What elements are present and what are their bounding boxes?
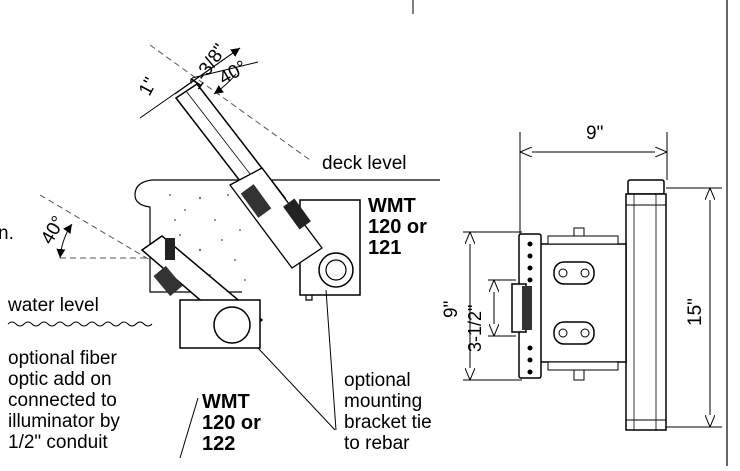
front-view (463, 132, 722, 431)
fiber-note-line: 1/2" conduit (8, 432, 108, 453)
upper-lens-inner (325, 259, 347, 281)
angle-arc-left (56, 223, 73, 259)
housing-top-lip (547, 235, 619, 245)
bracket-note-line: optional (344, 370, 411, 391)
model-lower-line3: 122 (202, 433, 236, 455)
upper-clamp (240, 184, 272, 218)
fiber-note-line: optional fiber (8, 348, 117, 369)
dim-one-three-eighths-line (174, 47, 241, 95)
model-lower-line1: WMT (202, 391, 250, 413)
centerline-lower (39, 194, 151, 261)
model-upper-line1: WMT (368, 195, 416, 217)
mounting-slot-lower (553, 321, 595, 345)
model-lower-line2: 120 or (202, 412, 261, 434)
clamp-bar (522, 286, 532, 330)
tab-bottom (573, 369, 585, 381)
upper-bracket (283, 198, 311, 230)
angle-arc-top (213, 73, 237, 95)
model-upper-line3: 121 (368, 237, 402, 259)
bracket-note-line: mounting (344, 391, 423, 412)
bracket-note-line: bracket tie (344, 412, 432, 433)
water-level-line (7, 321, 153, 327)
lower-clamp (153, 265, 183, 297)
edge-fragment-text: n. (0, 223, 14, 244)
housing-bottom-lip (547, 361, 619, 371)
fiber-note-line: illuminator by (8, 411, 120, 432)
fiber-note-line: optic add on (8, 369, 112, 390)
flange-bolts (527, 241, 533, 375)
fiber-note-line: connected to (8, 390, 117, 411)
bracket-note: optional mounting bracket tie to rebar (344, 370, 432, 454)
bracket-leader-upper (325, 289, 337, 431)
dim-label-fifteen: 15" (685, 298, 706, 326)
lower-lens (213, 306, 251, 344)
tab-top (573, 227, 585, 237)
model-label-lower: WMT 120 or 122 (202, 392, 261, 455)
water-level-label: water level (8, 295, 99, 316)
model-upper-line2: 120 or (368, 216, 427, 238)
fiber-optic-note: optional fiber optic add on connected to… (8, 348, 120, 453)
model-label-upper: WMT 120 or 121 (368, 196, 427, 259)
dim-label-three-half: 3-1/2" (465, 304, 485, 352)
fiber-note-leader (179, 397, 199, 459)
deck-level-label: deck level (322, 153, 407, 174)
vertical-tube (625, 193, 667, 431)
lower-bracket (165, 238, 175, 260)
dim-label-width: 9" (586, 123, 604, 144)
section-view (7, 44, 440, 459)
dim-label-nine-height: 9" (441, 300, 462, 318)
mounting-slot-upper (553, 261, 595, 285)
bracket-leader-lower (257, 347, 336, 431)
centerline-upper (149, 44, 311, 161)
bracket-note-line: to rebar (344, 433, 410, 454)
tube-top-cap (627, 179, 665, 195)
angle-ref-top (191, 61, 259, 79)
